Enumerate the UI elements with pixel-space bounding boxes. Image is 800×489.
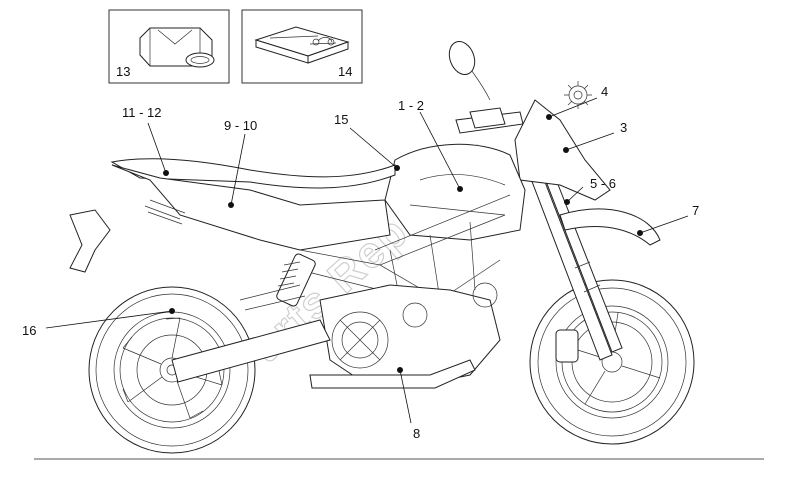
manual-book-icon xyxy=(254,26,350,64)
leader-16 xyxy=(45,310,173,329)
inset-box-13[interactable]: 13 xyxy=(108,9,230,84)
callout-15[interactable]: 15 xyxy=(334,112,348,127)
leader-7 xyxy=(639,215,689,234)
leader-dot-7 xyxy=(637,230,643,236)
callout-leaders xyxy=(45,97,689,424)
front-wheel xyxy=(529,279,695,445)
callout-5-6[interactable]: 5 - 6 xyxy=(590,176,616,191)
swingarm xyxy=(171,319,331,383)
engine xyxy=(319,282,501,386)
rear-shock xyxy=(276,253,316,307)
callout-9-10[interactable]: 9 - 10 xyxy=(224,118,257,133)
callout-8[interactable]: 8 xyxy=(413,426,420,441)
rear-wheel xyxy=(88,286,256,454)
leader-9-10 xyxy=(230,133,246,206)
inset-label-14: 14 xyxy=(338,64,352,79)
leader-dot-11-12 xyxy=(163,170,169,176)
callout-11-12[interactable]: 11 - 12 xyxy=(122,105,162,120)
gear-icon xyxy=(564,81,592,109)
leader-8 xyxy=(399,369,412,424)
leader-dot-9-10 xyxy=(228,202,234,208)
exhaust-pipe xyxy=(309,359,476,389)
leader-5-6 xyxy=(566,186,584,203)
frame xyxy=(299,194,511,301)
callout-labels: 1 - 2 3 4 5 - 6 7 8 9 - 10 11 - 12 15 16 xyxy=(22,84,699,441)
leader-1-2 xyxy=(419,111,461,190)
leader-dot-15 xyxy=(394,165,400,171)
leader-15 xyxy=(349,127,398,169)
callout-4[interactable]: 4 xyxy=(601,84,608,99)
chain-guard xyxy=(239,284,306,311)
callout-7[interactable]: 7 xyxy=(692,203,699,218)
callout-3[interactable]: 3 xyxy=(620,120,627,135)
inset-box-14[interactable]: 14 xyxy=(241,9,363,84)
inset-label-13: 13 xyxy=(116,64,130,79)
motorcycle-illustration xyxy=(69,41,695,454)
leader-dot-8 xyxy=(397,367,403,373)
handlebar-assembly xyxy=(448,41,524,134)
leader-dot-5-6 xyxy=(564,199,570,205)
seat-and-tail xyxy=(69,158,396,273)
callout-1-2[interactable]: 1 - 2 xyxy=(398,98,424,113)
headlight-fairing xyxy=(514,99,611,201)
leader-dot-16 xyxy=(169,308,175,314)
leader-4 xyxy=(548,97,598,118)
leader-3 xyxy=(565,132,615,151)
leader-11-12 xyxy=(147,122,167,174)
front-mudguard xyxy=(559,208,661,246)
callout-16[interactable]: 16 xyxy=(22,323,36,338)
fuel-tank xyxy=(384,143,526,241)
tool-pouch-icon xyxy=(139,27,215,68)
leader-dot-1-2 xyxy=(457,186,463,192)
leader-dot-4 xyxy=(546,114,552,120)
leader-dot-3 xyxy=(563,147,569,153)
